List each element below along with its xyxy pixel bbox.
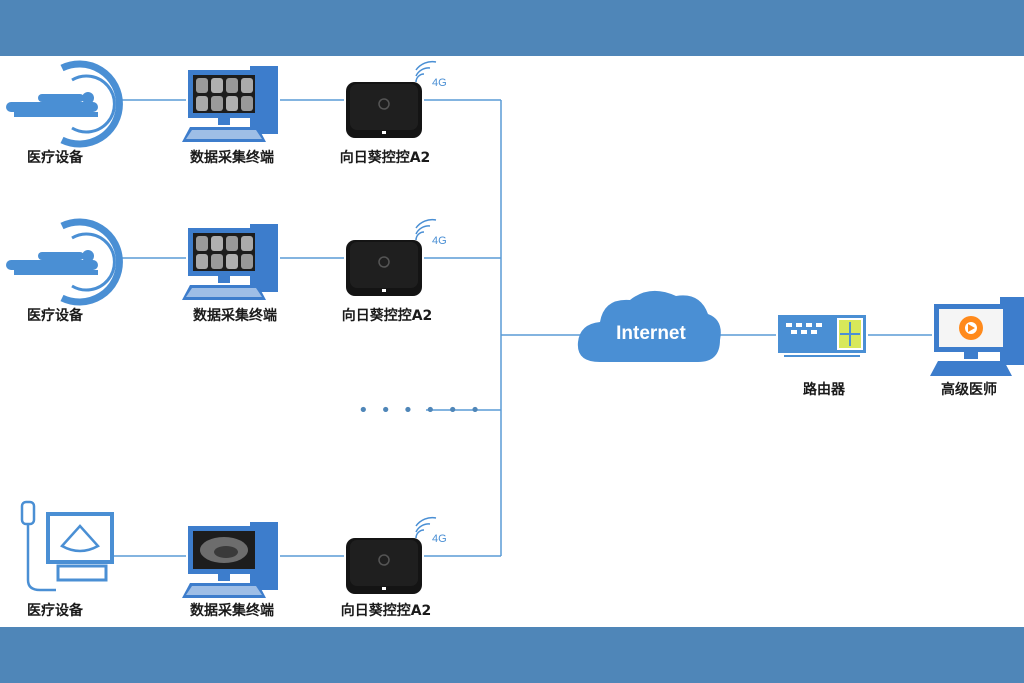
- router-icon: [778, 315, 866, 357]
- signal-label: 4G: [432, 533, 447, 545]
- terminal-label: 数据采集终端: [190, 150, 274, 166]
- controller-box-icon: [345, 516, 437, 595]
- ellipsis: • • • • • •: [358, 400, 484, 421]
- terminal-label: 数据采集终端: [193, 308, 277, 324]
- controller-label: 向日葵控控A2: [339, 150, 431, 166]
- controller-box-icon: [345, 60, 437, 139]
- router-label: 路由器: [803, 382, 845, 398]
- terminal-label: 数据采集终端: [190, 603, 274, 619]
- top-banner: [0, 0, 1024, 56]
- device-label: 医疗设备: [27, 308, 83, 324]
- controller-label: 向日葵控控A2: [340, 603, 432, 619]
- internet-cloud-icon: [577, 290, 721, 362]
- signal-label: 4G: [432, 77, 447, 89]
- doctor-label: 高级医师: [941, 382, 997, 398]
- terminal-monitor-icon: [182, 66, 278, 142]
- terminal-monitor-icon: [182, 224, 278, 300]
- doctor-monitor-icon: [930, 297, 1024, 376]
- ultrasound-machine-icon: [20, 500, 114, 592]
- device-label: 医疗设备: [27, 150, 83, 166]
- ct-scanner-icon: [6, 222, 119, 302]
- bottom-banner: [0, 627, 1024, 683]
- controller-box-icon: [345, 218, 437, 297]
- ct-scanner-icon: [6, 64, 119, 144]
- terminal-monitor-icon: [182, 522, 278, 598]
- controller-label: 向日葵控控A2: [341, 308, 433, 324]
- internet-label: Internet: [616, 323, 686, 344]
- signal-label: 4G: [432, 235, 447, 247]
- device-label: 医疗设备: [27, 603, 83, 619]
